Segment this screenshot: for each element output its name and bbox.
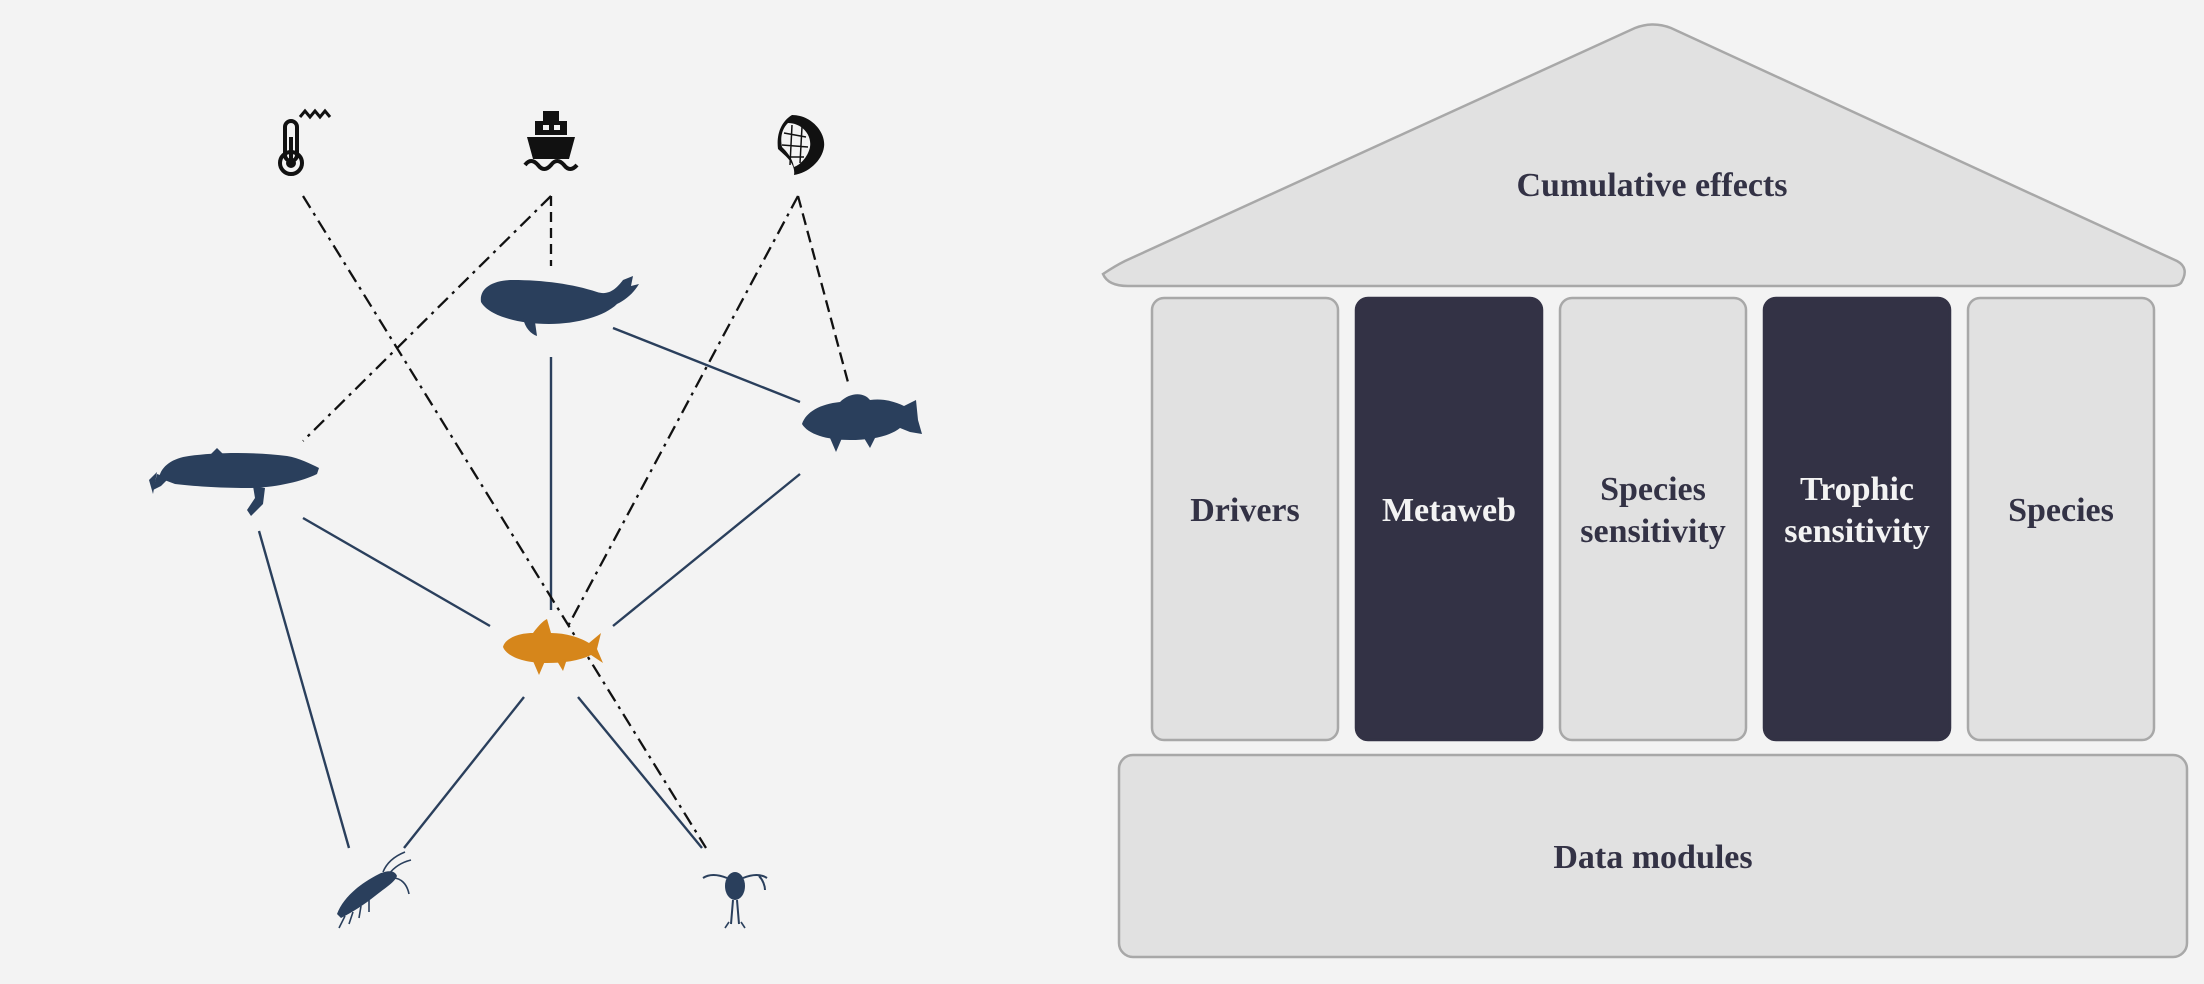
pillar-drivers: Drivers xyxy=(1150,296,1340,742)
base xyxy=(1117,753,2189,959)
link-temperature-copepod xyxy=(302,195,707,849)
beluga-whale-icon xyxy=(480,276,639,336)
roof xyxy=(1101,23,2186,288)
interaction-network xyxy=(149,108,922,929)
thermometer-icon xyxy=(278,108,332,176)
pillar-label: Species xyxy=(2008,492,2114,529)
pillar-label: sensitivity xyxy=(1580,513,1725,550)
cod-icon xyxy=(802,394,922,452)
pillar-label: sensitivity xyxy=(1784,513,1929,550)
pillar-label: Trophic xyxy=(1800,471,1914,508)
pillar-trophic-sensitivity: Trophic sensitivity xyxy=(1762,296,1952,742)
copepod-icon xyxy=(702,872,768,929)
pillar-metaweb: Metaweb xyxy=(1354,296,1544,742)
pillar-label: Species xyxy=(1600,471,1706,508)
pillar-label: Metaweb xyxy=(1382,492,1516,529)
framework-temple: Cumulative effects Drivers Metaweb Speci… xyxy=(1101,23,2189,959)
pillar-label: Drivers xyxy=(1190,492,1300,529)
link-humpback-capelin xyxy=(302,516,491,628)
ship-icon xyxy=(523,111,579,171)
link-capelin-krill xyxy=(403,696,525,849)
fishing-net-icon xyxy=(777,115,825,175)
base-label: Data modules xyxy=(1553,839,1752,876)
pillar-species: Species xyxy=(1966,296,2156,742)
trophic-links xyxy=(257,326,801,849)
link-fishing-cod xyxy=(796,195,851,387)
link-cod-capelin xyxy=(612,473,801,627)
driver-links xyxy=(302,195,851,849)
pillar-species-sensitivity: Species sensitivity xyxy=(1558,296,1748,742)
humpback-whale-icon xyxy=(149,448,319,516)
krill-icon xyxy=(337,851,412,929)
link-beluga-cod xyxy=(612,326,801,404)
link-fishing-capelin xyxy=(565,195,800,629)
roof-label: Cumulative effects xyxy=(1517,167,1788,204)
link-capelin-copepod xyxy=(577,696,703,849)
capelin-fish-icon xyxy=(503,619,603,675)
link-shipping-humpback xyxy=(302,195,552,442)
link-humpback-krill xyxy=(257,530,351,849)
